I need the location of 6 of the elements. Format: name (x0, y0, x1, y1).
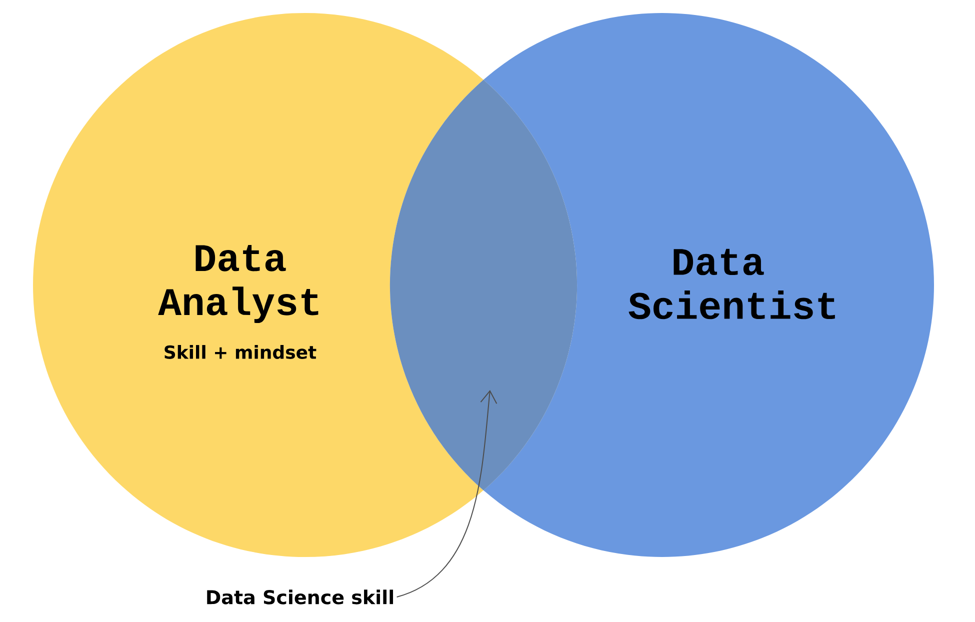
leader-line (396, 390, 498, 598)
circle-title: Data Analyst (158, 244, 318, 324)
circle-title: Data Scientist (628, 248, 835, 320)
overlap-region (390, 80, 578, 490)
circle-subtitle: Skill + mindset (164, 345, 316, 359)
leader-label: Data Science skill (207, 590, 394, 604)
